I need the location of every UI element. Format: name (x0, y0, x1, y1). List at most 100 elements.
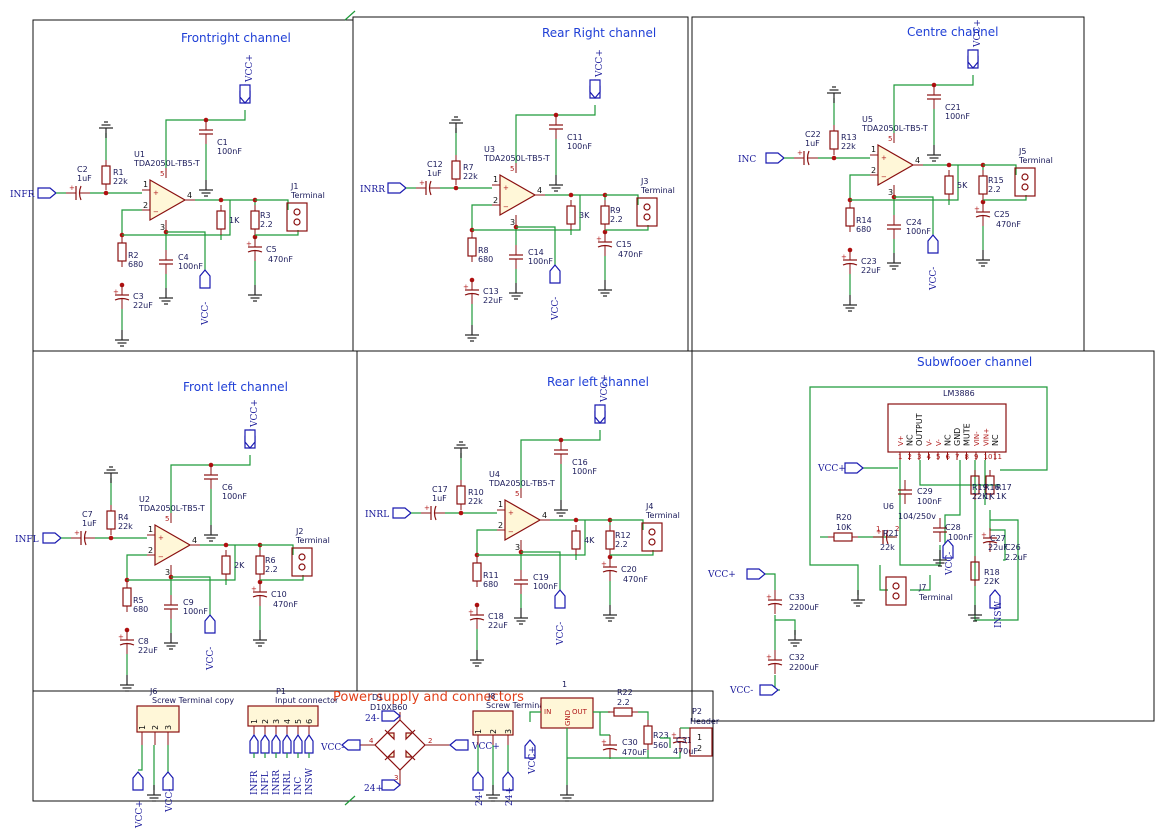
title-front-right: Frontright channel (181, 31, 291, 45)
op-amp-plus: + (503, 184, 509, 192)
input-res-val: 22k (468, 497, 483, 506)
bridge-pin4: 4 (369, 737, 374, 745)
input-res-val: 22k (463, 172, 478, 181)
bridge-vccn-label: VCC- (320, 743, 344, 753)
title-centre: Centre channel (907, 25, 998, 39)
pin-1: 1 (143, 180, 148, 189)
input-cap-ref: C22 (805, 130, 821, 139)
c30-val: 470uF (622, 748, 647, 757)
fb-res-val: 680 (478, 255, 493, 264)
r20-val: 10K (836, 523, 852, 532)
title-power: Power supply and connectors (333, 690, 524, 705)
pin-2: 2 (493, 196, 498, 205)
r22-ref: R22 (617, 688, 633, 697)
r23-val: 560 (653, 741, 668, 750)
c29-pin2: 2 (895, 525, 899, 533)
title-front-left: Front left channel (183, 380, 288, 394)
vcc-pos-label: VCC+ (250, 399, 260, 428)
op-amp-minus: − (508, 528, 514, 536)
zobel-cap-val: 470nF (996, 220, 1021, 229)
p1-net-INRR: INRR (272, 770, 282, 795)
input-cap-ref: C7 (82, 510, 93, 519)
lm3886-pin-4: V- (926, 439, 934, 446)
op-amp (154, 523, 192, 567)
lm3886-pin-5: V- (935, 439, 943, 446)
vcc-pos-label: VCC+ (245, 54, 255, 83)
c29-ref: C29 (917, 487, 933, 496)
bridge-part: D10XB60 (370, 703, 408, 712)
zobel-cap-ref: C20 (621, 565, 637, 574)
j8-pin-3: 3 (504, 729, 513, 734)
j8-24p-label: 24+ (505, 787, 515, 806)
p1-pin-1: 1 (250, 719, 259, 724)
op-amp (499, 173, 537, 217)
lm3886-pin-num-8: 8 (965, 453, 969, 461)
fb-cap-val: 22uF (483, 296, 503, 305)
load-res-val: 4K (584, 536, 595, 545)
zobel-res-val: 2.2 (615, 540, 628, 549)
amp-ref: U2 (139, 495, 150, 504)
lm3886-pin-num-2: 2 (908, 453, 912, 461)
channel-rear-right: INRRC121uFR722k+−12453U3TDA2050L-TB5-TVC… (360, 49, 675, 342)
input-cap-ref: C12 (427, 160, 443, 169)
op-amp-plus: + (153, 189, 159, 197)
j6-label: Screw Terminal copy (152, 696, 234, 705)
vcc-pos-label: VCC+ (595, 49, 605, 78)
terminal-ref: J4 (645, 502, 653, 511)
c28-val: 100nF (948, 533, 973, 542)
fb-res-val: 680 (128, 260, 143, 269)
op-amp (149, 178, 187, 222)
p1-ref: P1 (276, 687, 286, 696)
fb-cap-ref: C8 (138, 637, 149, 646)
input-port-label: INRL (365, 510, 389, 520)
supply-cap-ref: C6 (222, 483, 233, 492)
j6-pin-3: 3 (164, 725, 173, 730)
pin-3: 3 (160, 223, 165, 232)
reg-vccp-label: VCC+ (528, 746, 538, 775)
lm3886-pin-9: VIN- (973, 431, 981, 446)
zobel-res-val: 2.2 (988, 185, 1001, 194)
fb-cap-ref: C13 (483, 287, 499, 296)
pin-2: 2 (143, 201, 148, 210)
j7-label: Terminal (918, 593, 953, 602)
neg-cap-ref: C24 (906, 218, 922, 227)
input-res-val: 22k (113, 177, 128, 186)
input-cap-ref: C17 (432, 485, 448, 494)
terminal-label: Terminal (290, 191, 325, 200)
amp-ref: U3 (484, 145, 495, 154)
fb-res-ref: R14 (856, 216, 872, 225)
fb-res-val: 680 (856, 225, 871, 234)
p1-net-INFR: INFR (250, 770, 260, 795)
terminal-ref: J2 (295, 527, 303, 536)
input-cap-val: 1uF (427, 169, 442, 178)
input-port-label: INRR (360, 185, 385, 195)
r18-val: 22K (984, 577, 1000, 586)
terminal-ref: J1 (290, 182, 298, 191)
neg-cap-val: 100nF (178, 262, 203, 271)
p1-pin-2: 2 (261, 719, 270, 724)
channel-front-right: INFRC21uFR122k+−12453U1TDA2050L-TB5-TVCC… (10, 54, 325, 347)
j8-24n-label: 24- (475, 792, 485, 807)
fb-cap-ref: C3 (133, 292, 144, 301)
zobel-res-ref: R6 (265, 556, 276, 565)
fb-cap-val: 22uF (861, 266, 881, 275)
input-res-ref: R4 (118, 513, 129, 522)
zobel-cap-val: 470nF (268, 255, 293, 264)
input-res-ref: R1 (113, 168, 124, 177)
pin-5: 5 (160, 170, 164, 178)
p1-pin-6: 6 (305, 719, 314, 724)
sub-vccn-label: VCC- (945, 552, 955, 576)
j8-pin-1: 1 (474, 729, 483, 734)
vcc-pos-label: VCC+ (600, 374, 610, 403)
supply-cap-val: 100nF (572, 467, 597, 476)
lm3886-pin-num-3: 3 (917, 453, 921, 461)
r20-ref: R20 (836, 513, 852, 522)
lm3886-pin-num-1: 1 (898, 453, 902, 461)
load-res-val: 3K (579, 211, 590, 220)
lm3886-pin-3: OUTPUT (915, 413, 924, 446)
fb-cap-ref: C23 (861, 257, 877, 266)
input-res-ref: R7 (463, 163, 474, 172)
lm3886-pin-7: GND (953, 428, 962, 446)
c32-ref: C32 (789, 653, 805, 662)
terminal-label: Terminal (640, 186, 675, 195)
